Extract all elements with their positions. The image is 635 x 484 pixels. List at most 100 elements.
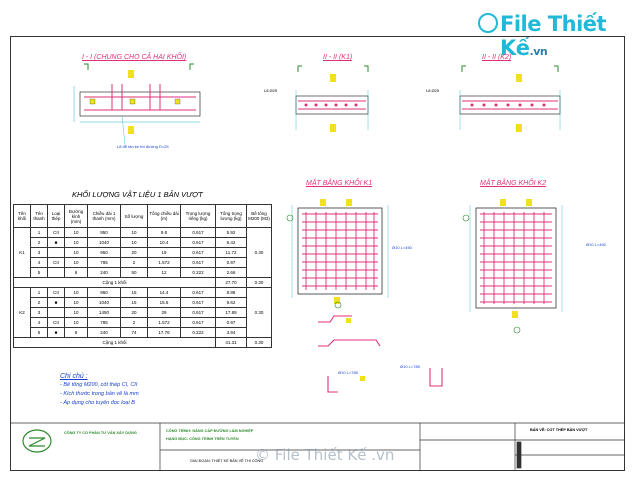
title-block-lines [10, 422, 625, 471]
table-cell: 0.617 [180, 297, 216, 308]
table-cell: 950 [87, 227, 121, 238]
table-cell: 10 [64, 257, 88, 268]
table-total-row: Cộng 1 khối 27.70 0.30 [13, 277, 272, 288]
table-cell: 2 [30, 237, 48, 248]
table-cell: 5 [30, 327, 48, 338]
table-cell: 20 [120, 247, 148, 258]
table-cell: 12 [147, 267, 181, 278]
table-cell: 10 [120, 227, 148, 238]
table-cell: 19 [147, 247, 181, 258]
table-cell: 10 [64, 297, 88, 308]
header-cell: Tên khối [13, 204, 31, 228]
table-cell: 785 [87, 257, 121, 268]
table-cell: 11.72 [215, 247, 247, 258]
total-label: Cộng 1 khối [13, 337, 216, 348]
table-cell: 950 [87, 247, 121, 258]
table-cell [47, 267, 65, 278]
table-cell: 10 [64, 287, 88, 298]
table-cell: 10 [64, 247, 88, 258]
table-cell: 29 [147, 307, 181, 318]
site-logo[interactable]: File Thiết Kế.vn [500, 12, 635, 60]
total-label: Cộng 1 khối [13, 277, 216, 288]
section-1-note: L8 để tán ke tới đường D=25 [117, 144, 169, 149]
site-logo-suffix: .vn [529, 45, 548, 58]
hook-label-1: Ø10 L=785 [338, 370, 358, 375]
table-cell: 3.94 [215, 327, 247, 338]
table-cell: 1.572 [147, 317, 181, 328]
table-cell: 3 [30, 247, 48, 258]
drawing-frame [10, 36, 625, 471]
table-cell: CII [47, 257, 65, 268]
table-cell: 8.88 [215, 287, 247, 298]
total-value: 27.70 [215, 277, 247, 288]
plan-k2-dim: Ø10 L=450 [586, 242, 606, 247]
site-logo-icon [478, 13, 498, 33]
table-cell: 20 [120, 307, 148, 318]
watermark: © File Thiết Kế .vn [255, 446, 395, 464]
table-cell: 3 [30, 307, 48, 318]
plan-k1-drawing [286, 199, 389, 309]
plan-k2-drawing [462, 199, 563, 334]
total-concrete: 0.30 [246, 277, 272, 288]
section-1-drawing [73, 63, 201, 146]
project-item: HẠNG MỤC: CÔNG TRÌNH TRÊN TUYẾN [166, 437, 239, 441]
table-cell: 15.6 [147, 297, 181, 308]
table-cell: 0.617 [180, 237, 216, 248]
table-cell: ■ [47, 237, 65, 248]
table-cell: 1450 [87, 307, 121, 318]
table-cell: 0.97 [215, 317, 247, 328]
project-name: CÔNG TRÌNH: NÂNG CẤP ĐƯỜNG LÂM NGHIỆP [166, 429, 254, 433]
section-3-bar-label: L8 Ø25 [426, 88, 440, 93]
table-cell: 0.222 [180, 267, 216, 278]
table-cell: 1 [30, 287, 48, 298]
table-cell: 0.617 [180, 317, 216, 328]
table-cell: 0.617 [180, 307, 216, 318]
title-block-footer: GIAI ĐOẠN: THIẾT KẾ BẢN VẼ THI CÔNG [190, 459, 264, 463]
header-cell: Loại thép [47, 204, 65, 228]
header-cell: Đường kính (mm) [64, 204, 88, 228]
table-cell: 5.92 [215, 227, 247, 238]
table-cell: 10 [64, 307, 88, 318]
concrete-cell: 0.30 [246, 227, 272, 278]
table-cell: 74 [120, 327, 148, 338]
table-cell: 4 [30, 257, 48, 268]
block-label: K2 [13, 287, 31, 338]
table-cell: 10.4 [147, 237, 181, 248]
table-cell: 0.617 [180, 257, 216, 268]
table-cell: 15 [120, 287, 148, 298]
section-2-drawing [295, 65, 369, 132]
table-cell: CII [47, 227, 65, 238]
table-cell: 0.617 [180, 247, 216, 258]
table-cell: ■ [47, 297, 65, 308]
header-cell: Chiều dài 1 thanh (mm) [87, 204, 121, 228]
table-cell: 0.97 [215, 257, 247, 268]
site-logo-text: File Thiết Kế [500, 12, 607, 60]
table-cell: 2.66 [215, 267, 247, 278]
table-cell: 15 [120, 297, 148, 308]
notes-block: Chi chú : - Bê tông M200, cốt thép CI, C… [60, 372, 139, 408]
table-cell: 6 [64, 327, 88, 338]
table-cell: 1.572 [147, 257, 181, 268]
table-cell: 0.617 [180, 287, 216, 298]
table-total-row: Cộng 1 khối 41.31 0.30 [13, 337, 272, 348]
concrete-cell: 0.30 [246, 287, 272, 338]
note-line: - Áp dụng cho tuyến đọc loại B [60, 400, 135, 406]
note-line: - Bê tông M200, cốt thép CI, CII [60, 382, 138, 388]
company-name: CÔNG TY CỔ PHẦN TƯ VẤN XÂY DỰNG [64, 431, 137, 435]
rebar-details [318, 315, 443, 393]
table-cell: 0.222 [180, 327, 216, 338]
table-cell: 10 [64, 317, 88, 328]
total-value: 41.31 [215, 337, 247, 348]
block-label: K1 [13, 227, 31, 278]
table-cell: 1040 [87, 237, 121, 248]
table-title: KHỐI LƯỢNG VẬT LIỆU 1 BẢN VƯỢT [72, 190, 203, 199]
table-cell: 6.42 [215, 237, 247, 248]
table-cell: 0.617 [180, 227, 216, 238]
